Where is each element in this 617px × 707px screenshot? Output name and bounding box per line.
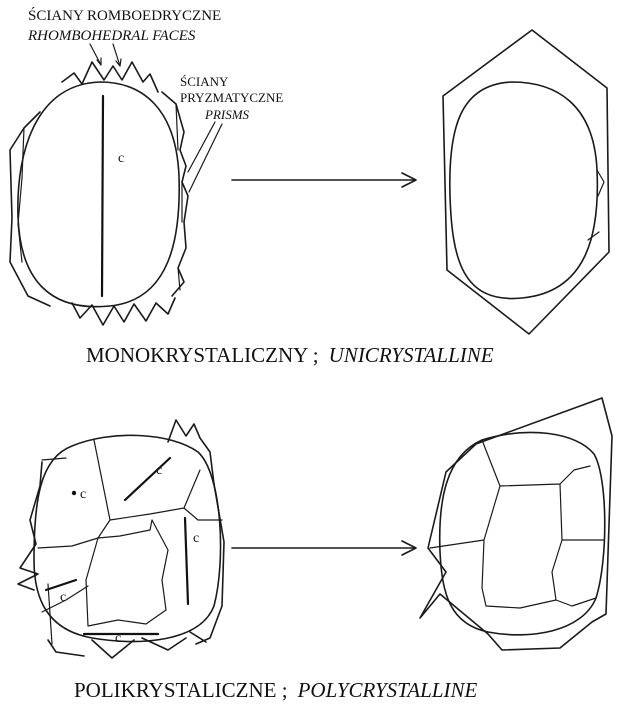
poly-overgrowth-outline <box>420 398 612 650</box>
c-label-1: c <box>80 487 86 502</box>
c-label-5: c <box>115 631 121 646</box>
c-axis-short-3 <box>46 580 76 590</box>
caption-mono-pl: MONOKRYSTALICZNY ; <box>86 343 319 367</box>
overgrowth-hexagon <box>443 30 609 334</box>
transformation-arrow-poly <box>232 541 416 555</box>
c-label-3: c <box>193 531 199 546</box>
poly-spikes-bottom <box>48 632 206 658</box>
caption-mono-en: UNICRYSTALLINE <box>329 343 494 367</box>
unicrystalline-grain-after <box>443 30 609 334</box>
label-prism-pl-1: ŚCIANY <box>180 74 229 89</box>
detrital-grain-outline <box>18 82 179 307</box>
unicrystalline-grain-before: c <box>10 62 188 325</box>
caption-poly-en: POLYCRYSTALLINE <box>297 678 478 702</box>
c-label-4: c <box>60 590 66 605</box>
c-label-2: c <box>156 463 162 478</box>
c-axis-label: c <box>118 151 124 166</box>
label-prism-pl-2: PRYZMATYCZNE <box>180 90 283 105</box>
poly-edge-left <box>42 458 66 644</box>
caption-polycrystalline: POLIKRYSTALICZNE ; POLYCRYSTALLINE <box>74 678 477 702</box>
polycrystalline-grain-before: c c c c c <box>18 420 224 658</box>
polycrystalline-grain-after <box>420 398 612 650</box>
c-axis-short-2 <box>185 518 188 604</box>
poly-spikes-left <box>18 462 42 590</box>
prism-faces-left <box>10 112 50 306</box>
poly-spikes-top <box>168 420 214 484</box>
label-prism-en: PRISMS <box>204 107 250 122</box>
detrital-grain-core <box>450 82 598 299</box>
c-axis-short-1 <box>125 458 170 500</box>
rhombohedral-faces-top <box>62 62 158 92</box>
transformation-arrow-mono <box>232 173 416 187</box>
pointer-prism-2 <box>189 124 222 192</box>
caption-poly-pl: POLIKRYSTALICZNE ; <box>74 678 288 702</box>
label-rhombohedral-pl: ŚCIANY ROMBOEDRYCZNE <box>28 7 221 24</box>
c-axis-line <box>102 96 103 296</box>
label-rhombohedral-en: RHOMBOHEDRAL FACES <box>27 28 196 44</box>
c-axis-point <box>72 491 76 495</box>
rhombohedral-faces-bottom <box>72 298 175 325</box>
pointer-arrow-rhomb-2 <box>113 44 120 66</box>
poly-core-boundaries <box>430 440 604 608</box>
caption-unicrystalline: MONOKRYSTALICZNY ; UNICRYSTALLINE <box>86 343 494 367</box>
poly-core-outline <box>440 432 605 634</box>
